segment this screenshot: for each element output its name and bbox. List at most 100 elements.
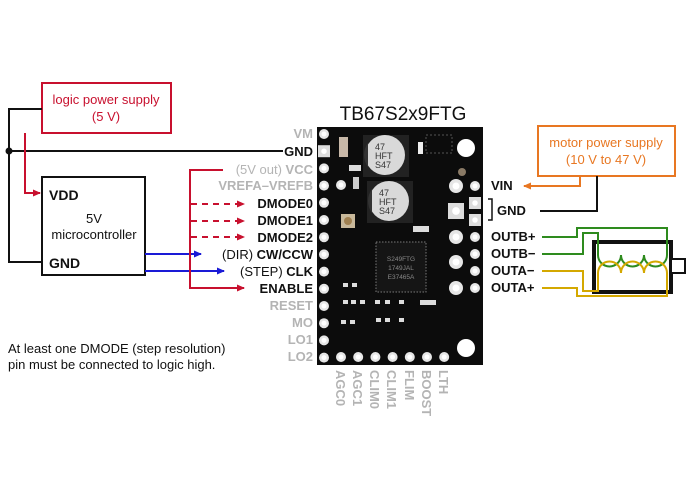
- cap-marking: S47: [375, 160, 391, 170]
- cap-marking: HFT: [375, 151, 393, 161]
- pin-label-lo2: LO2: [288, 349, 313, 364]
- pin-label-dir: (DIR) CW/CCW: [222, 247, 314, 262]
- driver-ic: S249FTG 1749JAL E37465A: [375, 241, 427, 293]
- pin-hole: [321, 200, 327, 206]
- pin-label-agc1: AGC1: [350, 370, 365, 406]
- motor-shaft: [670, 258, 686, 274]
- cap-marking: 47: [375, 142, 385, 152]
- capacitor: 47 HFT S47: [367, 181, 413, 223]
- pin-label-dmode1: DMODE1: [257, 213, 313, 228]
- resistor-array: [341, 283, 404, 324]
- pin-hole: [321, 234, 327, 240]
- cap-marking: S47: [379, 206, 395, 216]
- resistor: [343, 283, 348, 287]
- pin-label-lth: LTH: [436, 370, 451, 394]
- smd-component: [413, 226, 429, 232]
- pin-label-outa-minus: OUTA−: [491, 263, 535, 278]
- clk-name: CLK: [286, 264, 313, 279]
- pin-hole: [390, 354, 396, 360]
- note-line2: pin must be connected to logic high.: [8, 357, 215, 372]
- motor-supply-voltage: (10 V to 47 V): [566, 152, 646, 167]
- coil-b-icon: [597, 254, 668, 268]
- cap-marking: HFT: [379, 197, 397, 207]
- pin-label-boost: BOOST: [419, 370, 434, 416]
- led: [458, 168, 466, 176]
- vin-wire: [523, 176, 581, 190]
- pin-hole: [452, 233, 460, 241]
- vcc-prefix: (5V out): [236, 162, 286, 177]
- pin-label-dmode0: DMODE0: [257, 196, 313, 211]
- inner-header-pins: [336, 180, 346, 190]
- pin-hole: [338, 354, 344, 360]
- pin-label-clim0: CLIM0: [367, 370, 382, 409]
- pin-label-outb-plus: OUTB+: [491, 229, 536, 244]
- resistor: [350, 320, 355, 324]
- pin-hole: [472, 285, 478, 291]
- pin-hole: [321, 286, 327, 292]
- pin-hole: [452, 207, 460, 215]
- mcu-name: microcontroller: [51, 227, 137, 242]
- pin-label-flim: FLIM: [402, 370, 417, 400]
- mounting-hole: [457, 139, 475, 157]
- pin-label-mo: MO: [292, 315, 313, 330]
- pin-hole: [321, 251, 327, 257]
- ground-wires: [8, 108, 283, 263]
- mcu-vdd-label: VDD: [49, 187, 79, 203]
- ic-marking: S249FTG: [387, 256, 415, 263]
- microcontroller: VDD 5V microcontroller GND: [41, 176, 146, 276]
- resistor: [385, 300, 390, 304]
- pin-hole: [472, 183, 478, 189]
- left-pin-labels: VM GND (5V out) VCC VREFA–VREFB DMODE0 D…: [218, 126, 313, 364]
- left-header-pins: [318, 129, 330, 363]
- board-title: TB67S2x9FTG: [340, 104, 467, 125]
- small-ic: [425, 134, 453, 154]
- pin-label-reset: RESET: [270, 298, 313, 313]
- pin-label-clk: (STEP) CLK: [240, 264, 314, 279]
- resistor: [399, 318, 404, 322]
- pin-hole: [452, 258, 460, 266]
- pin-hole: [472, 268, 478, 274]
- pin-label-vcc: (5V out) VCC: [236, 162, 314, 177]
- pin-label-enable: ENABLE: [260, 281, 314, 296]
- pin-hole: [372, 354, 378, 360]
- pin-hole: [452, 284, 460, 292]
- resistor: [376, 318, 381, 322]
- pin-hole: [321, 355, 327, 361]
- dmode-dashed-wires: [191, 200, 245, 241]
- pin-label-agc0: AGC0: [333, 370, 348, 406]
- resistor: [399, 300, 404, 304]
- smd-component: [418, 142, 423, 154]
- logic-supply-voltage: (5 V): [92, 109, 120, 124]
- motor-power-supply: motor power supply (10 V to 47 V): [537, 125, 676, 177]
- pin-hole: [321, 131, 327, 137]
- smd-component: [353, 177, 359, 189]
- pin-hole: [355, 354, 361, 360]
- pin-label-gnd: GND: [284, 144, 313, 159]
- ic-marking: E37465A: [388, 274, 415, 281]
- motor-supply-label: motor power supply: [549, 135, 663, 150]
- pin-label-vm: VM: [294, 126, 314, 141]
- dir-name: CW/CCW: [257, 247, 314, 262]
- potentiometer-knob[interactable]: [344, 217, 352, 225]
- pin-hole: [452, 182, 460, 190]
- coil-a-icon: [597, 260, 668, 274]
- pin-hole: [472, 200, 478, 206]
- ground-junction: [5, 147, 13, 155]
- pin-label-vin: VIN: [491, 178, 513, 193]
- capacitor: 47 HFT S47: [363, 135, 409, 177]
- note-line1: At least one DMODE (step resolution): [8, 341, 225, 356]
- dir-prefix: (DIR): [222, 247, 257, 262]
- pin-label-lo1: LO1: [288, 332, 313, 347]
- pin-label-motor-gnd: GND: [497, 203, 526, 218]
- resistor: [375, 300, 380, 304]
- pin-hole: [441, 354, 447, 360]
- smd-component: [339, 137, 348, 157]
- resistor: [352, 283, 357, 287]
- coil-b-wires: [542, 227, 668, 268]
- bottom-pin-labels: AGC0 AGC1 CLIM0 CLIM1 FLIM BOOST LTH: [333, 370, 451, 416]
- cap-marking: 47: [379, 188, 389, 198]
- vcc-name: VCC: [286, 162, 314, 177]
- resistor: [351, 300, 356, 304]
- pin-hole: [424, 354, 430, 360]
- resistor: [341, 320, 346, 324]
